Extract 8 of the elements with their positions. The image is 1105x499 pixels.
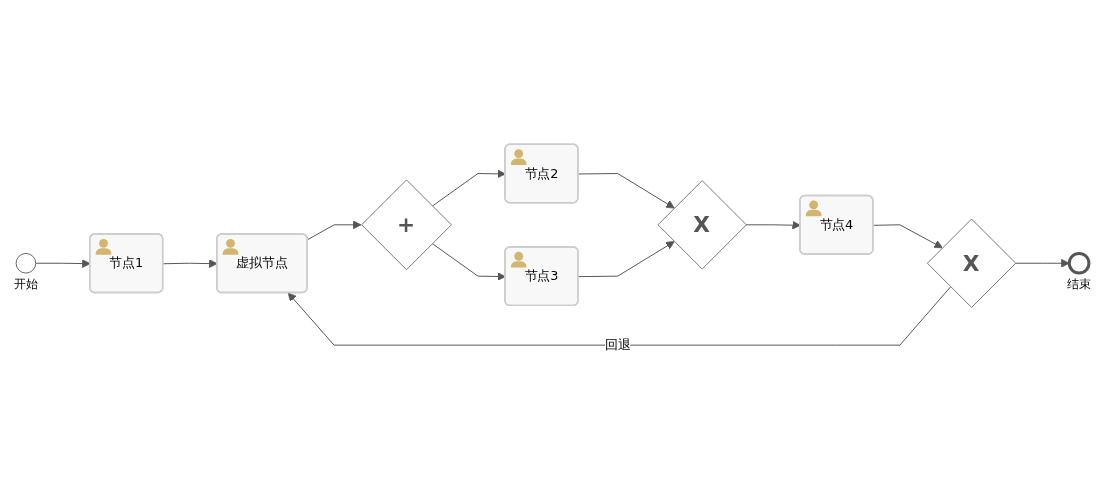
event-label: 开始 [13, 276, 38, 291]
node-circle [15, 252, 37, 274]
event-label: 结束 [1067, 276, 1092, 291]
node-diamond: X [657, 180, 747, 270]
node-diamond: + [361, 179, 452, 271]
node-diamond: X [926, 218, 1017, 308]
edge-label: 回退 [604, 337, 631, 353]
node-circle [1067, 251, 1091, 275]
